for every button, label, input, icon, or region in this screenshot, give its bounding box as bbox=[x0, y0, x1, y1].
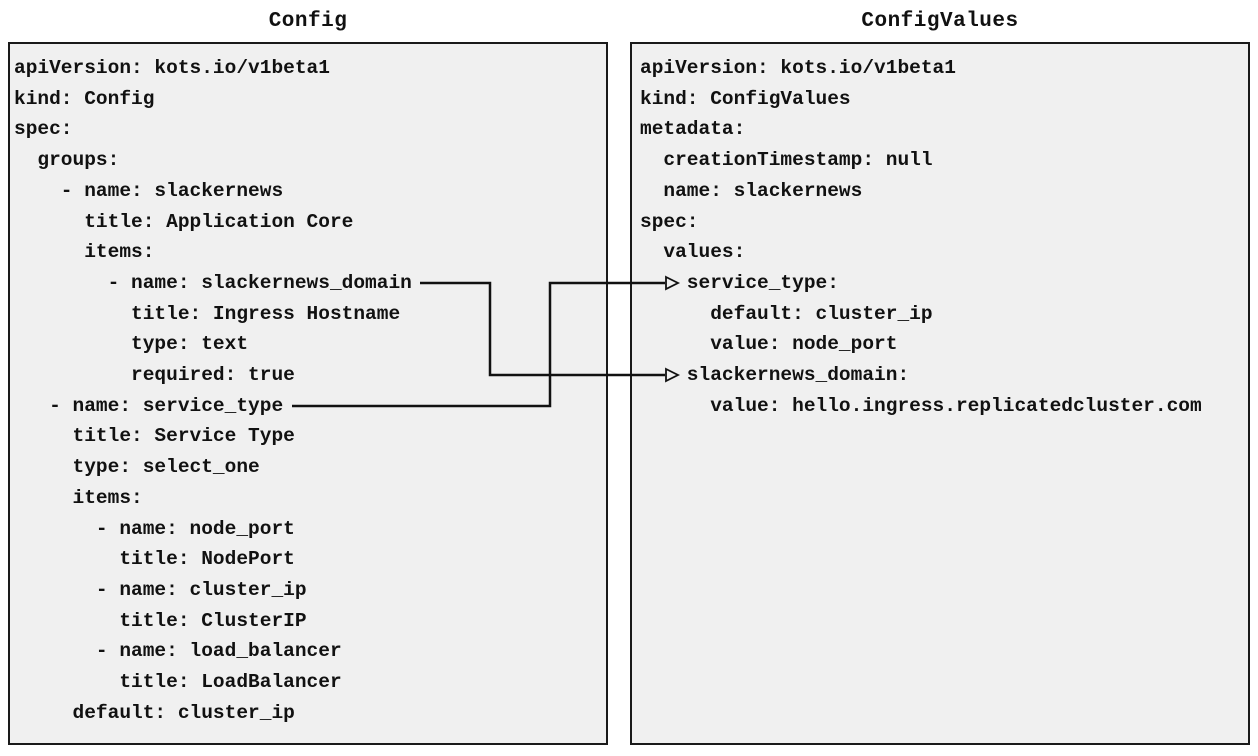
configvalues-yaml-code: apiVersion: kots.io/v1beta1 kind: Config… bbox=[640, 57, 1202, 417]
configvalues-panel bbox=[630, 42, 1250, 745]
config-yaml-code: apiVersion: kots.io/v1beta1 kind: Config… bbox=[14, 57, 412, 724]
left-panel-title: Config bbox=[268, 10, 348, 33]
right-panel-title: ConfigValues bbox=[861, 10, 1019, 33]
